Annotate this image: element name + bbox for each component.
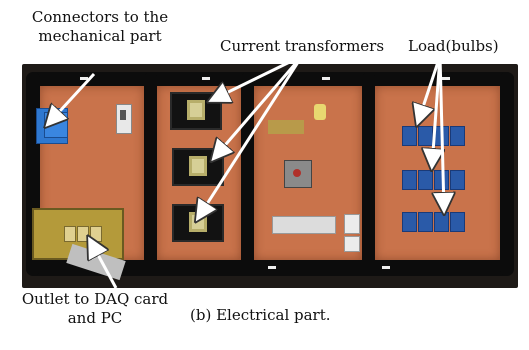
- arrow-ct-3: [198, 55, 304, 218]
- terminal-top: [268, 120, 304, 134]
- cable-mid-3: [362, 72, 375, 272]
- outlet-label-text: Outlet to DAQ card and PC: [21, 290, 169, 327]
- bulb-3-4: [450, 212, 465, 232]
- center-component-dot: [293, 169, 301, 177]
- terminal-strip: [272, 216, 336, 234]
- connectors-label: Connectors to the mechanical part: [0, 8, 200, 46]
- arrow-ct-2: [214, 55, 304, 158]
- arrow-outlet: [90, 240, 118, 289]
- cable-right: [500, 72, 514, 276]
- switch-knob: [120, 110, 126, 120]
- current-transformer-1: [170, 92, 222, 130]
- arrow-load-1: [418, 55, 442, 122]
- outlet-connector-1: [64, 226, 76, 242]
- cable-tie: [322, 77, 330, 80]
- load-label: Load(bulbs): [408, 37, 499, 55]
- cable-tie: [80, 77, 88, 80]
- outlet-label: Outlet to DAQ card and PC: [6, 290, 184, 328]
- arrow-load-3: [440, 55, 444, 210]
- arrow-ct-1: [212, 54, 303, 100]
- current-transformers-label: Current transformers: [220, 37, 385, 55]
- arrow-connectors: [48, 72, 96, 124]
- connectors-label-text: Connectors to the mechanical part: [31, 8, 169, 45]
- small-module: [344, 214, 360, 234]
- bulb-3-2: [418, 212, 433, 232]
- bulb-3-1: [402, 212, 417, 232]
- capacitor: [314, 104, 326, 120]
- figure-caption: (b) Electrical part.: [190, 306, 331, 324]
- bulb-2-4: [450, 170, 465, 190]
- bulb-1-1: [402, 126, 417, 146]
- cable-tie: [268, 266, 276, 269]
- cable-mid-1: [144, 72, 157, 272]
- cable-tie: [442, 77, 450, 80]
- small-module-2: [344, 236, 360, 252]
- bulb-1-4: [450, 126, 465, 146]
- bulb-2-1: [402, 170, 417, 190]
- arrow-load-2: [432, 55, 440, 166]
- cable-tie: [382, 266, 390, 269]
- cable-tie: [202, 77, 210, 80]
